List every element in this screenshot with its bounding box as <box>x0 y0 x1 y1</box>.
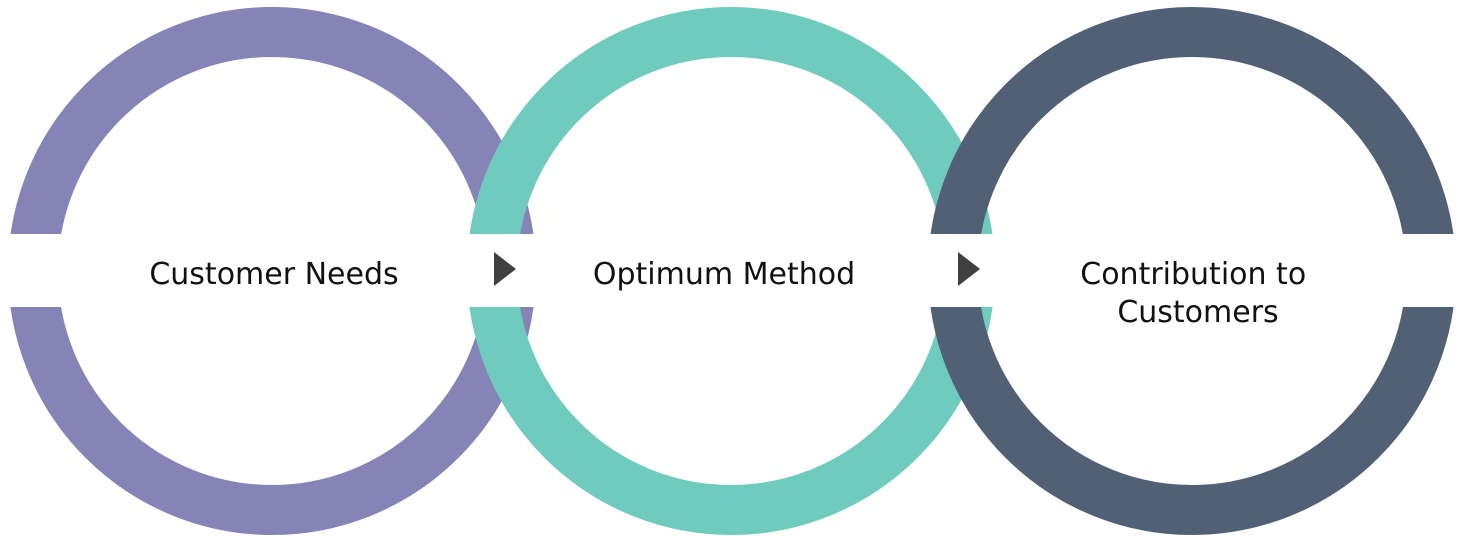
stage-label-line: Contribution to <box>1080 257 1306 292</box>
label-band <box>0 234 1475 307</box>
stage-label-customer-needs: Customer Needs <box>149 257 398 292</box>
stage-label-line: Optimum Method <box>593 257 855 292</box>
stage-label-line: Customer Needs <box>149 257 398 292</box>
triangle-right-icon <box>494 252 516 286</box>
stage-label-line: Customers <box>1117 295 1278 330</box>
stage-label-optimum-method: Optimum Method <box>593 257 855 292</box>
stage-label-contribution-to-customers: Contribution to Customers <box>1080 257 1315 330</box>
triangle-right-icon <box>958 252 980 286</box>
